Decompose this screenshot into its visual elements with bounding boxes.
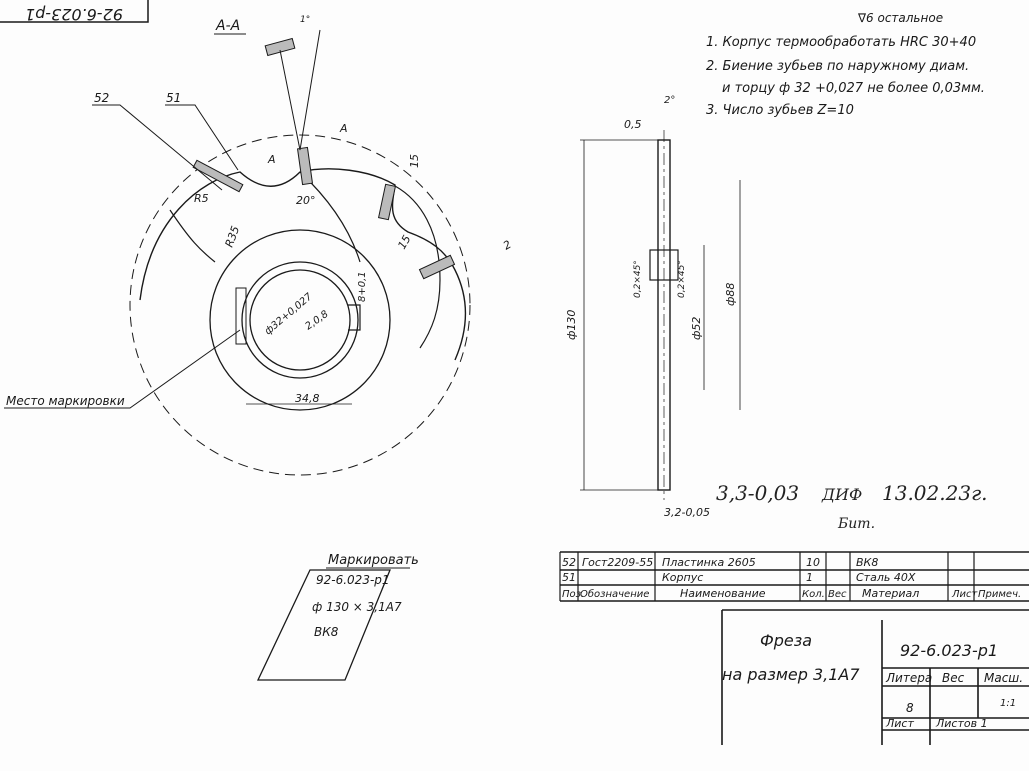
part-name: Фреза [760, 631, 812, 650]
svg-text:Поз.: Поз. [562, 589, 584, 600]
svg-text:R5: R5 [194, 192, 209, 205]
svg-text:0,2×45°: 0,2×45° [677, 260, 687, 298]
cutter-side-view: ф130 ф52 ф88 0,2×45° 0,2×45° 0,5 2° 3,2-… [565, 95, 741, 519]
svg-text:Лист: Лист [951, 589, 979, 600]
svg-text:52: 52 [562, 556, 576, 569]
svg-text:A: A [339, 122, 348, 135]
svg-text:Наименование: Наименование [680, 587, 766, 600]
svg-text:Лист: Лист [885, 717, 914, 730]
svg-text:Пластинка 2605: Пластинка 2605 [662, 556, 756, 569]
top-stamp-text: 92-6.023-p1 [25, 5, 123, 24]
insert-plate [418, 254, 456, 280]
svg-text:10: 10 [806, 556, 820, 569]
svg-text:3,3-0,03: 3,3-0,03 [716, 481, 799, 505]
svg-text:3. Число зубьев Z=10: 3. Число зубьев Z=10 [706, 103, 854, 118]
svg-text:ф88: ф88 [724, 283, 737, 306]
svg-text:20°: 20° [296, 194, 316, 207]
svg-text:Вес: Вес [828, 589, 847, 600]
cutter-front-view: ф32+0,027 2,0,8 8+0,1 34,8 R5 R35 20° 15… [4, 15, 514, 476]
svg-text:Примеч.: Примеч. [978, 589, 1021, 600]
svg-text:ф130: ф130 [565, 310, 578, 340]
hub-circle [209, 229, 391, 411]
svg-text:Обозначение: Обозначение [580, 588, 649, 600]
svg-text:8+0,1: 8+0,1 [357, 271, 368, 302]
svg-text:92-6.023-р1: 92-6.023-р1 [316, 573, 390, 587]
svg-text:и торцу ф 32 +0,027 не более 0: и торцу ф 32 +0,027 не более 0,03мм. [722, 81, 985, 96]
svg-text:0,2×45°: 0,2×45° [633, 260, 643, 298]
hub-inner-circle [241, 261, 359, 379]
section-label: А-А [215, 18, 240, 34]
svg-text:Масш.: Масш. [984, 671, 1023, 685]
position-52-callout: 52 [94, 91, 109, 105]
title-block: Фреза на размер 3,1А7 92-6.023-р1 Литера… [721, 609, 1029, 745]
svg-text:Кол.: Кол. [802, 589, 825, 600]
svg-text:Вес: Вес [942, 671, 965, 685]
outer-diameter-circle [129, 134, 471, 476]
svg-text:15: 15 [395, 233, 413, 252]
bore-circle [249, 269, 351, 371]
marking-area [235, 287, 247, 345]
svg-text:A: A [267, 153, 276, 166]
svg-text:1: 1 [806, 571, 813, 584]
svg-text:51: 51 [562, 571, 576, 584]
marking-note: Маркировать 92-6.023-р1 ф 130 × 3,1А7 ВК… [256, 553, 419, 681]
svg-text:Гост2209-55: Гост2209-55 [582, 556, 653, 569]
svg-text:R35: R35 [223, 224, 243, 249]
svg-text:Бит.: Бит. [837, 516, 875, 532]
svg-text:Сталь 40Х: Сталь 40Х [856, 571, 916, 584]
svg-text:ВК8: ВК8 [314, 625, 339, 639]
svg-text:2°: 2° [664, 95, 675, 106]
insert-plate [377, 183, 397, 221]
insert-plate [192, 159, 244, 193]
svg-text:13.02.23г.: 13.02.23г. [882, 481, 988, 505]
svg-text:2: 2 [501, 238, 514, 253]
marking-place-label: Место маркировки [6, 394, 125, 408]
svg-text:ф52: ф52 [690, 317, 703, 340]
svg-text:ВК8: ВК8 [856, 556, 878, 569]
svg-text:1:1: 1:1 [1000, 698, 1016, 709]
svg-text:Маркировать: Маркировать [328, 553, 419, 568]
part-number: 92-6.023-р1 [900, 641, 998, 660]
handwritten-annotation: 3,3-0,03 ДИФ 13.02.23г. Бит. [716, 481, 988, 532]
insert-plate [296, 146, 314, 186]
top-corner-stamp: 92-6.023-p1 [0, 0, 149, 24]
svg-text:8: 8 [906, 701, 914, 715]
svg-text:3,2-0,05: 3,2-0,05 [664, 506, 710, 519]
svg-text:0,5: 0,5 [624, 118, 642, 131]
bill-of-materials: 52 Гост2209-55 Пластинка 2605 10 ВК8 51 … [559, 551, 1029, 602]
svg-text:2. Биение зубьев по наружному: 2. Биение зубьев по наружному диам. [706, 59, 969, 74]
position-51-callout: 51 [166, 91, 181, 105]
svg-text:Материал: Материал [862, 587, 919, 600]
svg-text:Литера: Литера [885, 671, 932, 685]
svg-text:на размер 3,1А7: на размер 3,1А7 [722, 665, 860, 684]
svg-text:34,8: 34,8 [295, 392, 320, 405]
svg-text:1°: 1° [300, 15, 310, 25]
svg-text:Листов 1: Листов 1 [935, 717, 988, 730]
svg-text:∇6 остальное: ∇6 остальное [857, 11, 943, 25]
svg-text:ф 130 × 3,1А7: ф 130 × 3,1А7 [312, 600, 402, 614]
svg-text:2,0,8: 2,0,8 [303, 309, 330, 333]
svg-text:15: 15 [408, 154, 421, 168]
svg-text:1. Корпус термообработать HRC: 1. Корпус термообработать HRC 30+40 [706, 35, 976, 50]
technical-notes: ∇6 остальное 1. Корпус термообработать H… [706, 11, 985, 118]
svg-text:Корпус: Корпус [662, 571, 703, 584]
svg-text:ДИФ: ДИФ [821, 485, 862, 504]
